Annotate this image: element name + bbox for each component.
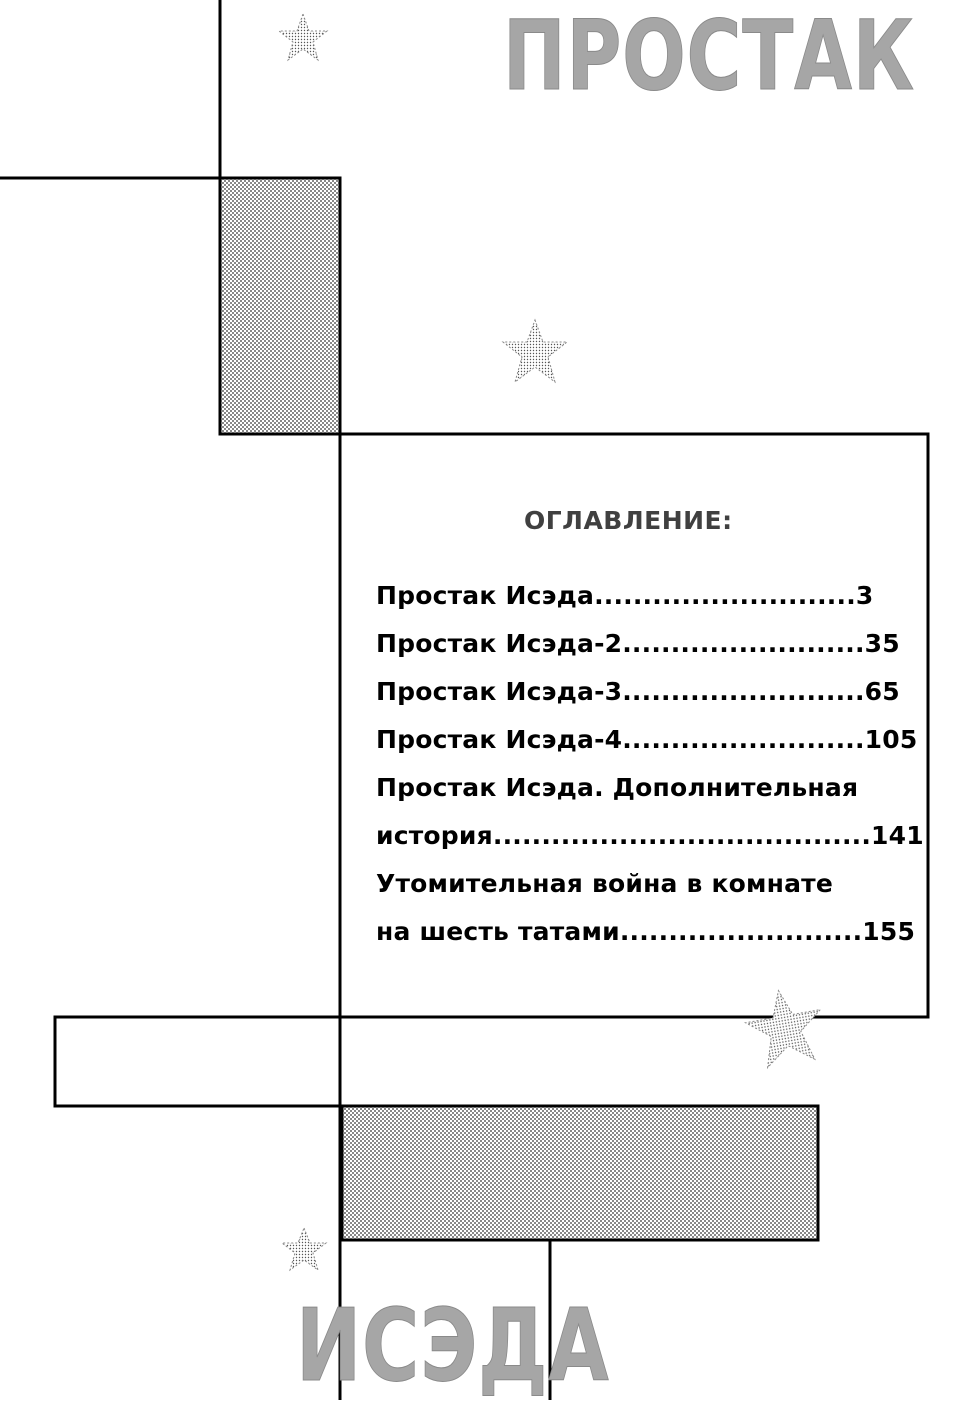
toc-entry: на шесть татами.........................… — [376, 917, 916, 946]
star-icon — [743, 989, 822, 1070]
toc-entry: Простак Исэда-4.........................… — [376, 725, 918, 754]
toc-entry: Простак Исэда-2.........................… — [376, 629, 900, 658]
frame-rectangle — [53, 1015, 342, 1108]
toc-entry: Простак Исэда...........................… — [376, 581, 874, 610]
screentone-block — [340, 1104, 820, 1242]
star-icon — [277, 12, 329, 62]
screentone-block — [218, 176, 342, 436]
toc-entry: Утомительная война в комнате — [376, 869, 834, 898]
title-bottom: ИСЭДА — [296, 1287, 610, 1404]
star-icon — [280, 1226, 328, 1272]
star-icon — [501, 318, 569, 384]
toc-entry: история.................................… — [376, 821, 924, 850]
toc-entry: Простак Исэда-3.........................… — [376, 677, 900, 706]
toc-entry: Простак Исэда. Дополнительная — [376, 773, 859, 802]
toc-heading: ОГЛАВЛЕНИЕ: — [524, 506, 733, 535]
title-top: ПРОСТАК — [503, 0, 915, 112]
table-of-contents: Простак Исэда...........................… — [376, 572, 924, 956]
